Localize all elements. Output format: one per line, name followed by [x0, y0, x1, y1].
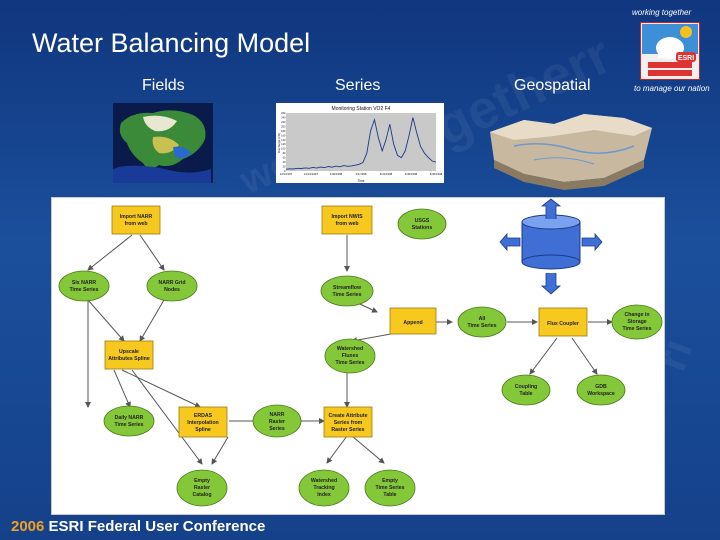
chart-y-tick: 120 [281, 142, 286, 146]
chart-x-tick: 3/1/1998 [356, 172, 367, 176]
chart-y-tick: 20 [283, 165, 286, 169]
footer-conference: 2006 ESRI Federal User Conference [11, 518, 265, 535]
series-chart-thumbnail: Monitoring Station VO2 F4 Discharge (cfs… [276, 103, 444, 183]
upload-arrow-icon [540, 198, 562, 219]
fields-map-thumbnail [113, 103, 213, 183]
chart-x-tick: 12/31/1997 [304, 172, 318, 176]
chart-y-tick: 80 [283, 151, 286, 155]
svg-text:Flux Coupler: Flux Coupler [547, 321, 579, 327]
chart-x-tick: 5/30/1998 [430, 172, 443, 176]
chart-y-tick: 260 [281, 111, 286, 115]
chart-ylabel: Discharge (cfs) [277, 133, 281, 153]
download-arrow-icon [540, 273, 562, 295]
column-label-geospatial: Geospatial [514, 77, 591, 94]
process-flux-coupler: Flux Coupler [538, 307, 588, 337]
geospatial-terrain-thumbnail [490, 114, 652, 190]
chart-x-tick: 1/30/1998 [330, 172, 343, 176]
capitol-badge-icon: ESRI [640, 22, 700, 80]
chart-y-tick: 0 [284, 169, 286, 173]
right-arrow-icon [581, 232, 603, 252]
chart-x-tick: 3/31/1998 [380, 172, 393, 176]
geodatabase-cylinder-icon [521, 214, 581, 270]
chart-y-tick: 240 [281, 115, 286, 119]
chart-xlabel: Time [358, 179, 365, 183]
chart-x-tick: 4/30/1998 [405, 172, 418, 176]
chart-y-tick: 180 [281, 129, 286, 133]
chart-title: Monitoring Station VO2 F4 [332, 106, 391, 112]
left-arrow-icon [499, 232, 521, 252]
chart-y-tick: 220 [281, 120, 286, 124]
chart-y-tick: 100 [281, 147, 286, 151]
svg-text:Append: Append [403, 320, 422, 326]
chart-x-tick: 12/1/1997 [280, 172, 293, 176]
chart-y-tick: 140 [281, 138, 286, 142]
logo-bottom-text: to manage our nation [634, 84, 710, 93]
chart-y-tick: 60 [283, 156, 286, 160]
logo-top-text: working together [632, 8, 692, 17]
chart-series-line [285, 117, 437, 170]
footer-year: 2006 [11, 518, 45, 535]
column-label-fields: Fields [142, 77, 185, 94]
process-append: Append [389, 307, 437, 335]
chart-y-tick: 200 [281, 124, 286, 128]
page-title: Water Balancing Model [32, 28, 311, 58]
conference-logo: working together ESRI to manage our nati… [626, 4, 716, 96]
chart-plot-area [286, 113, 436, 171]
footer-text: ESRI Federal User Conference [48, 518, 266, 535]
logo-badge-text: ESRI [678, 55, 694, 62]
chart-y-tick: 40 [283, 160, 286, 164]
column-label-series: Series [335, 77, 381, 94]
chart-y-tick: 160 [281, 133, 286, 137]
